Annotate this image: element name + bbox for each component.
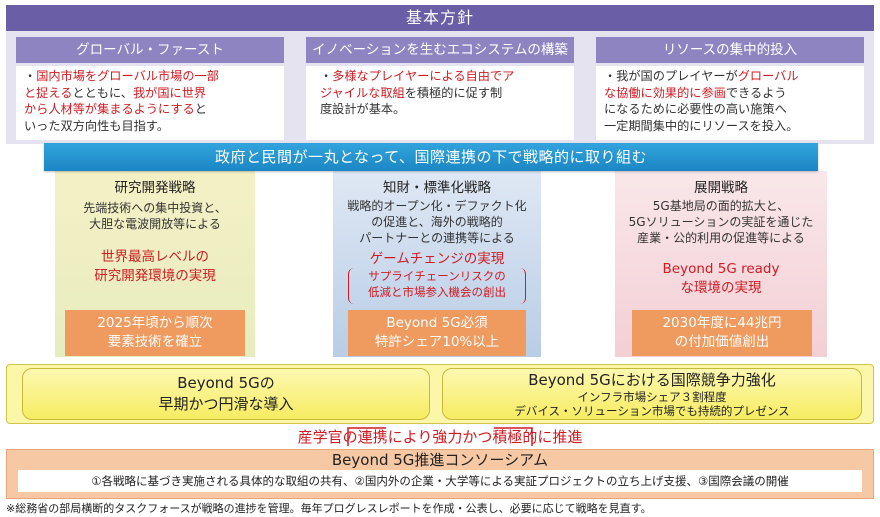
- policy-text-segment: を積極的に促す制: [404, 85, 503, 100]
- strategy-goal-line: Beyond 5G ready: [662, 261, 780, 277]
- policy-title-global-first: グローバル・ファースト: [16, 37, 284, 63]
- policy-line: と捉えるとともに、我が国に世界: [24, 85, 276, 102]
- policy-text-segment: 我が国に世界: [132, 85, 207, 100]
- policy-text-segment: ・: [24, 69, 37, 83]
- strategy-text-line: 先端技術への集中投資と、: [83, 201, 227, 215]
- policy-text-segment: 一定期間集中的にリソースを投入。: [604, 118, 799, 133]
- policy-text-segment: 度設計が基本。: [320, 102, 406, 116]
- strategy-sub-line: サプライチェーンリスクの: [368, 269, 506, 283]
- strategy-title-deploy: 展開戦略: [694, 180, 748, 196]
- footnote: ※総務省の部局横断的タスクフォースが戦略の進捗を管理。毎年プログレスレポートを作…: [6, 502, 652, 515]
- bracket-lines: [347, 427, 533, 446]
- goal-line: Beyond 5Gの: [177, 374, 275, 392]
- strategy-goal-line: 研究開発環境の実現: [94, 268, 216, 284]
- policy-text-segment: と捉える: [24, 85, 73, 100]
- policy-text-segment: ・我が国のプレイヤーが: [604, 69, 738, 83]
- policy-text-segment: グローバル: [737, 69, 799, 83]
- policy-text-segment: ジャイルな取組: [320, 85, 405, 100]
- policy-line: ・多様なプレイヤーによる自由でア: [320, 68, 566, 85]
- policy-text-segment: な協働に効果的に参画: [604, 85, 726, 100]
- strategy-text-line: 5G基地局の面的拡大と、: [652, 199, 790, 213]
- strategy-goal-line: な環境の実現: [680, 280, 762, 296]
- strategy-text-ip: 戦略的オープン化・デファクト化 の促進と、海外の戦略的 パートナーとの連携等によ…: [333, 198, 541, 246]
- strategy-goal-line: 世界最高レベルの: [101, 249, 209, 265]
- target-line: 要素技術を確立: [107, 334, 203, 350]
- strategy-text-deploy: 5G基地局の面的拡大と、 5Gソリューションの実証を通じた 産業・公的利用の促進…: [615, 198, 827, 246]
- policy-line: から人材等が集まるようにすると: [24, 101, 276, 118]
- policy-line: ・我が国のプレイヤーがグローバル: [604, 68, 856, 85]
- policy-text-segment: 多様なプレイヤーによる自由でア: [332, 69, 515, 83]
- strategy-text-line: 5Gソリューションの実証を通じた: [628, 215, 814, 229]
- target-line: の付加価値創出: [674, 334, 770, 350]
- goal-box-early-adoption: Beyond 5Gの 早期かつ円滑な導入: [22, 368, 430, 420]
- policy-body-resource: ・我が国のプレイヤーがグローバルな協働に効果的に参画できるようになるために必要性…: [596, 66, 864, 140]
- strategy-goal-ip: ゲームチェンジの実現: [369, 251, 505, 267]
- policy-text-segment: ・: [320, 69, 333, 83]
- strategy-sub-ip: サプライチェーンリスクの 低減と市場参入機会の創出: [348, 268, 526, 304]
- strategy-text-line: 戦略的オープン化・デファクト化: [347, 199, 527, 213]
- policy-text-segment: できるよう: [725, 85, 787, 100]
- policy-line: になるために必要性の高い施策へ: [604, 101, 856, 118]
- policy-title-resource: リソースの集中的投入: [596, 37, 864, 63]
- policy-body-ecosystem: ・多様なプレイヤーによる自由でアジャイルな取組を積極的に促す制度設計が基本。: [306, 66, 574, 140]
- consortium-title: Beyond 5G推進コンソーシアム: [331, 451, 549, 469]
- strategy-text-line: パートナーとの連携等による: [359, 231, 515, 245]
- policy-text-segment: になるために必要性の高い施策へ: [604, 102, 787, 116]
- policy-text-segment: いった双方向性も目指す。: [24, 118, 170, 133]
- policy-line: いった双方向性も目指す。: [24, 118, 276, 135]
- goal-competitiveness-title: Beyond 5Gにおける国際競争力強化: [528, 371, 776, 389]
- basic-policy-header: 基本方針: [6, 5, 874, 31]
- goal-line: 早期かつ円滑な導入: [158, 395, 294, 413]
- promotion-text: 産学官の連携により強力かつ積極的に推進: [297, 428, 583, 446]
- target-box-ip: Beyond 5G必須 特許シェア10%以上: [348, 310, 526, 356]
- target-line: Beyond 5G必須: [386, 315, 488, 331]
- goal-competitiveness-line: インフラ市場シェア３割程度: [577, 390, 727, 404]
- strategy-goal-deploy: Beyond 5G ready な環境の実現: [615, 260, 827, 298]
- target-line: 2025年頃から順次: [97, 315, 213, 331]
- policy-line: ジャイルな取組を積極的に促す制: [320, 85, 566, 102]
- policy-body-global-first: ・国内市場をグローバル市場の一部と捉えるとともに、我が国に世界から人材等が集まる…: [16, 66, 284, 140]
- target-line: 特許シェア10%以上: [374, 334, 500, 350]
- promotion-bracket: [180, 424, 700, 448]
- cooperation-banner: 政府と民間が一丸となって、国際連携の下で戦略的に取り組む: [44, 143, 818, 171]
- target-box-rd: 2025年頃から順次 要素技術を確立: [65, 310, 245, 356]
- policy-text-segment: と: [194, 102, 207, 116]
- goal-competitiveness-line: デバイス・ソリューション市場でも持続的プレゼンス: [514, 404, 790, 418]
- goal-box-competitiveness: Beyond 5Gにおける国際競争力強化 インフラ市場シェア３割程度 デバイス・…: [442, 368, 862, 420]
- goal-early-adoption-text: Beyond 5Gの 早期かつ円滑な導入: [23, 369, 429, 415]
- strategy-text-rd: 先端技術への集中投資と、 大胆な電波開放等による: [55, 200, 255, 232]
- policy-text-segment: とともに、: [72, 85, 133, 100]
- policy-line: 度設計が基本。: [320, 101, 566, 118]
- policy-text-segment: 国内市場をグローバル市場の一部: [36, 69, 219, 83]
- strategy-text-line: の促進と、海外の戦略的: [371, 215, 503, 229]
- policy-title-ecosystem: イノベーションを生むエコシステムの構築: [306, 37, 574, 63]
- policy-line: な協働に効果的に参画できるよう: [604, 85, 856, 102]
- target-line: 2030年度に44兆円: [662, 315, 782, 331]
- strategy-text-line: 産業・公的利用の促進等による: [637, 231, 805, 245]
- strategy-goal-rd: 世界最高レベルの 研究開発環境の実現: [55, 248, 255, 286]
- policy-line: ・国内市場をグローバル市場の一部: [24, 68, 276, 85]
- policy-line: 一定期間集中的にリソースを投入。: [604, 118, 856, 135]
- strategy-title-ip: 知財・標準化戦略: [383, 180, 491, 196]
- consortium-detail: ①各戦略に基づき実施される具体的な取組の共有、②国内外の企業・大学等による実証プ…: [18, 470, 862, 492]
- strategy-title-rd: 研究開発戦略: [114, 180, 196, 196]
- goal-competitiveness-text: Beyond 5Gにおける国際競争力強化 インフラ市場シェア３割程度 デバイス・…: [443, 369, 861, 418]
- strategy-sub-line: 低減と市場参入機会の創出: [368, 285, 506, 299]
- policy-text-segment: から人材等が集まるようにする: [24, 102, 195, 116]
- strategy-text-line: 大胆な電波開放等による: [89, 217, 221, 231]
- target-box-deploy: 2030年度に44兆円 の付加価値創出: [632, 310, 812, 356]
